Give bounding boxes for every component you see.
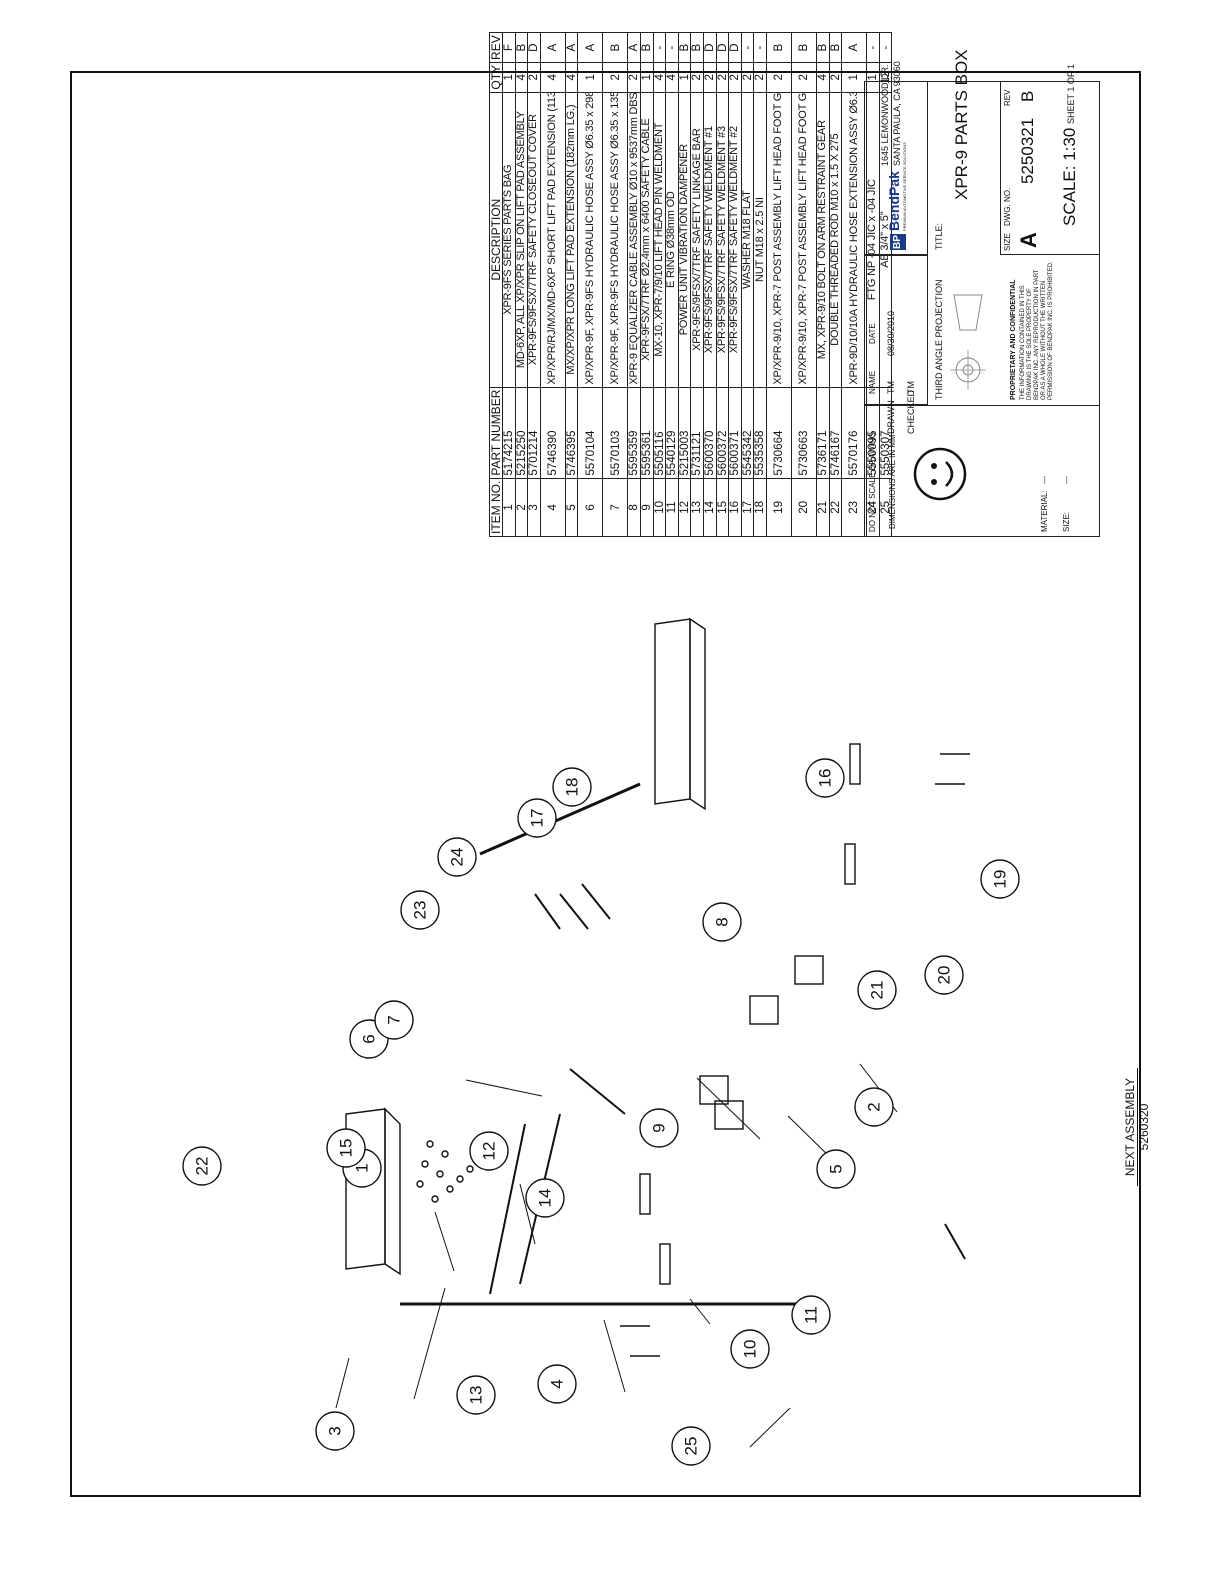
callout-number: 9 bbox=[650, 1123, 669, 1132]
callout-number: 6 bbox=[360, 1034, 379, 1043]
callout-9: 9 bbox=[639, 1108, 679, 1148]
pin-part-3 bbox=[849, 743, 861, 785]
callout-25: 25 bbox=[671, 1426, 711, 1466]
callout-23: 23 bbox=[400, 890, 440, 930]
parts-bag-cluster bbox=[416, 1140, 474, 1203]
hose-part-2 bbox=[489, 1123, 526, 1295]
drawing-frame bbox=[70, 71, 1141, 1497]
callout-circle bbox=[639, 1108, 679, 1148]
callout-21: 21 bbox=[857, 970, 897, 1010]
callout-11: 11 bbox=[791, 1295, 831, 1335]
callout-14: 14 bbox=[525, 1178, 565, 1218]
callout-number: 13 bbox=[467, 1386, 486, 1405]
pin-part-4 bbox=[844, 843, 856, 885]
callout-number: 2 bbox=[865, 1102, 884, 1111]
callout-circle bbox=[791, 1295, 831, 1335]
third-angle-projection-icon bbox=[950, 294, 986, 390]
callout-number: 15 bbox=[337, 1139, 356, 1158]
callout-circle bbox=[671, 1426, 711, 1466]
callout-circle bbox=[857, 970, 897, 1010]
lift-pad-part bbox=[699, 1075, 729, 1105]
callout-number: 5 bbox=[827, 1164, 846, 1173]
callout-number: 3 bbox=[326, 1426, 345, 1435]
callout-circle bbox=[326, 1128, 366, 1168]
callout-circle bbox=[315, 1411, 355, 1451]
callout-number: 11 bbox=[802, 1306, 821, 1324]
cable-part-2 bbox=[581, 883, 611, 920]
callout-circle bbox=[730, 1329, 770, 1369]
callout-circle bbox=[374, 1000, 414, 1040]
callout-number: 17 bbox=[528, 809, 547, 828]
hose-part-4 bbox=[534, 893, 561, 930]
linkage-bar-part bbox=[479, 782, 641, 856]
callout-circle bbox=[816, 1149, 856, 1189]
threaded-rod-part bbox=[944, 1223, 966, 1260]
callout-number: 8 bbox=[713, 917, 732, 926]
callout-19: 19 bbox=[980, 859, 1020, 899]
callout-number: 14 bbox=[536, 1189, 555, 1208]
callout-2: 2 bbox=[854, 1087, 894, 1127]
callout-circle bbox=[702, 902, 742, 942]
callout-number: 16 bbox=[816, 769, 835, 788]
callout-4: 4 bbox=[537, 1364, 577, 1404]
hose-part-3 bbox=[569, 1068, 626, 1115]
next-assembly: NEXT ASSEMBLY 5260320 bbox=[1123, 1068, 1151, 1186]
callout-7: 7 bbox=[374, 1000, 414, 1040]
lift-pad-part-4 bbox=[714, 1100, 744, 1130]
callout-circle bbox=[456, 1375, 496, 1415]
callout-number: 10 bbox=[741, 1340, 760, 1359]
callout-number: 21 bbox=[868, 981, 887, 1000]
callout-circle bbox=[182, 1146, 222, 1186]
callout-number: 20 bbox=[935, 966, 954, 985]
cable-part bbox=[559, 893, 589, 930]
callout-number: 23 bbox=[411, 901, 430, 920]
callout-10: 10 bbox=[730, 1329, 770, 1369]
callout-16: 16 bbox=[805, 758, 845, 798]
callout-15: 15 bbox=[326, 1128, 366, 1168]
callout-number: 12 bbox=[480, 1142, 499, 1161]
callout-number: 1 bbox=[353, 1163, 372, 1172]
callout-24: 24 bbox=[437, 837, 477, 877]
lift-pad-part-2 bbox=[749, 995, 779, 1025]
callout-circle bbox=[525, 1178, 565, 1218]
callout-12: 12 bbox=[469, 1131, 509, 1171]
pin-part-2 bbox=[659, 1243, 671, 1285]
callout-18: 18 bbox=[552, 767, 592, 807]
closeout-cover-part-2 bbox=[654, 617, 706, 811]
callout-bubbles: 1234567891011121314151617181920212223242… bbox=[182, 758, 1020, 1466]
callout-5: 5 bbox=[816, 1149, 856, 1189]
callout-13: 13 bbox=[456, 1375, 496, 1415]
callout-number: 19 bbox=[991, 870, 1010, 889]
callout-circle bbox=[469, 1131, 509, 1171]
callout-number: 22 bbox=[193, 1157, 212, 1176]
leader-lines bbox=[335, 1063, 898, 1448]
callout-circle bbox=[854, 1087, 894, 1127]
pin-part bbox=[639, 1173, 651, 1215]
callout-number: 18 bbox=[563, 778, 582, 797]
callout-circle bbox=[537, 1364, 577, 1404]
smiley-icon bbox=[913, 447, 967, 501]
next-assembly-number: 5260320 bbox=[1137, 1103, 1151, 1151]
callout-number: 24 bbox=[448, 848, 467, 867]
callout-circle bbox=[400, 890, 440, 930]
callout-17: 17 bbox=[517, 798, 557, 838]
callout-circle bbox=[437, 837, 477, 877]
callout-3: 3 bbox=[315, 1411, 355, 1451]
callout-number: 7 bbox=[385, 1015, 404, 1024]
lift-pad-part-3 bbox=[794, 955, 824, 985]
callout-number: 25 bbox=[682, 1437, 701, 1456]
callout-circle bbox=[980, 859, 1020, 899]
next-assembly-label: NEXT ASSEMBLY bbox=[1123, 1068, 1138, 1186]
callout-number: 4 bbox=[548, 1379, 567, 1388]
callout-circle bbox=[517, 798, 557, 838]
callout-8: 8 bbox=[702, 902, 742, 942]
callout-circle bbox=[552, 767, 592, 807]
callout-circle bbox=[805, 758, 845, 798]
callout-20: 20 bbox=[924, 955, 964, 995]
callout-circle bbox=[924, 955, 964, 995]
callout-22: 22 bbox=[182, 1146, 222, 1186]
